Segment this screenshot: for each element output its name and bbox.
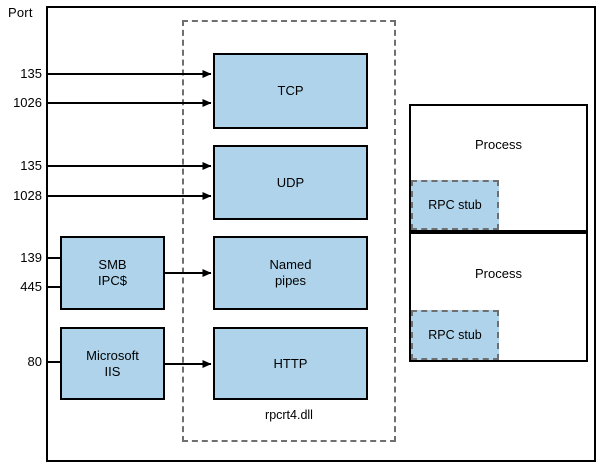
transport-udp-line1: UDP	[276, 174, 305, 190]
rpc-stub-box-1[interactable]: RPC stub	[411, 180, 499, 230]
transport-http-line1: HTTP	[273, 355, 308, 371]
port-label-139-smb: 139	[20, 250, 42, 265]
rpc-stub-box-2[interactable]: RPC stub	[411, 310, 499, 360]
process-1-label: Process	[475, 137, 522, 152]
port-label-135-tcp: 135	[20, 66, 42, 81]
service-box-microsoft-iis[interactable]: Microsoft IIS	[60, 327, 165, 400]
transport-tcp-line1: TCP	[277, 83, 304, 98]
service-box-smb-ipc[interactable]: SMB IPC$	[60, 236, 165, 310]
rpc-stub-2-label: RPC stub	[428, 328, 482, 342]
transport-namedpipes-line2: pipes	[274, 273, 307, 288]
process-2-label: Process	[475, 266, 522, 281]
transport-box-http[interactable]: HTTP	[213, 327, 368, 400]
port-column-title: Port	[8, 5, 33, 20]
port-label-1028-udp: 1028	[13, 188, 42, 203]
port-label-1026-tcp: 1026	[13, 95, 42, 110]
service-iis-line1: Microsoft	[86, 347, 139, 363]
port-label-80-iis: 80	[27, 354, 42, 369]
transport-namedpipes-line1: Named	[269, 257, 312, 272]
transport-box-tcp[interactable]: TCP	[213, 53, 368, 129]
transport-box-named-pipes[interactable]: Named pipes	[213, 236, 368, 310]
rpc-stub-1-label: RPC stub	[428, 198, 482, 212]
port-label-445-smb: 445	[20, 279, 42, 294]
rpcrt4-dashed-boundary	[182, 20, 396, 442]
service-smb-line2: IPC$	[98, 273, 127, 288]
host-boundary-frame	[46, 6, 596, 462]
port-label-135-udp: 135	[20, 158, 42, 173]
service-smb-line1: SMB	[98, 257, 127, 272]
rpcrt4-dll-label: rpcrt4.dll	[265, 408, 313, 422]
transport-box-udp[interactable]: UDP	[213, 145, 368, 220]
service-iis-line2: IIS	[104, 363, 121, 379]
